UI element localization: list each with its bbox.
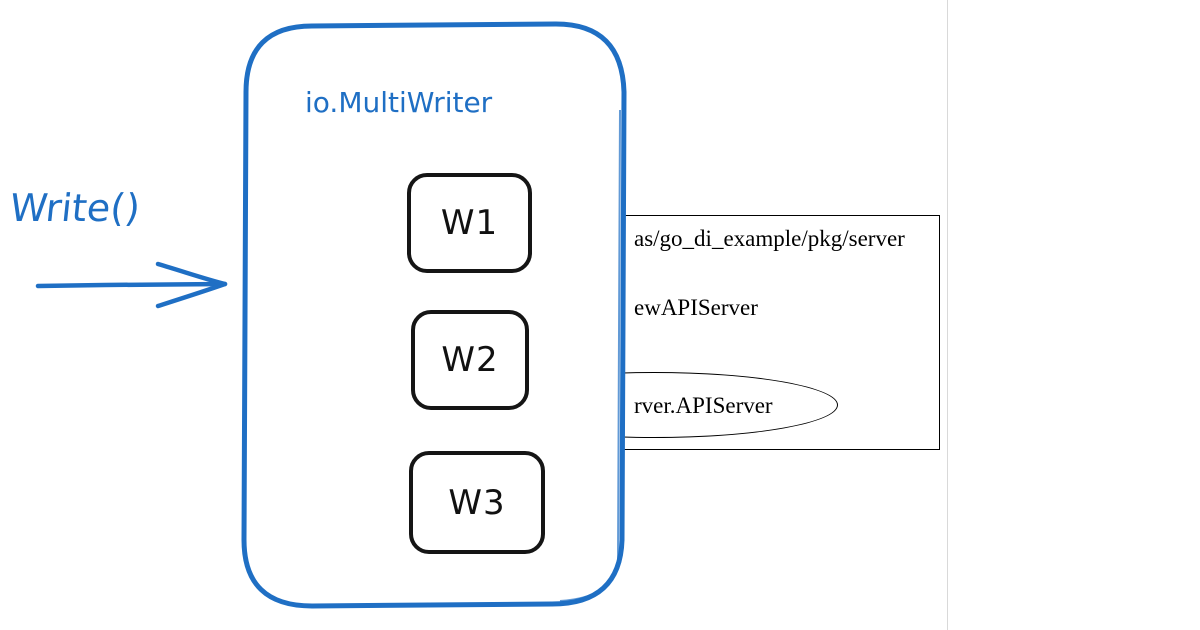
writer-box-3: W3	[409, 451, 545, 554]
multiwriter-title: io.MultiWriter	[305, 86, 493, 119]
writer-box-1: W1	[407, 173, 532, 273]
write-call-label: Write()	[7, 186, 143, 230]
type-label: rver.APIServer	[634, 393, 773, 418]
write-arrow	[35, 261, 228, 309]
writer-box-2: W2	[411, 310, 529, 410]
package-path-label: as/go_di_example/pkg/server	[634, 226, 905, 251]
constructor-label: ewAPIServer	[634, 295, 758, 320]
panel-divider	[947, 0, 948, 630]
